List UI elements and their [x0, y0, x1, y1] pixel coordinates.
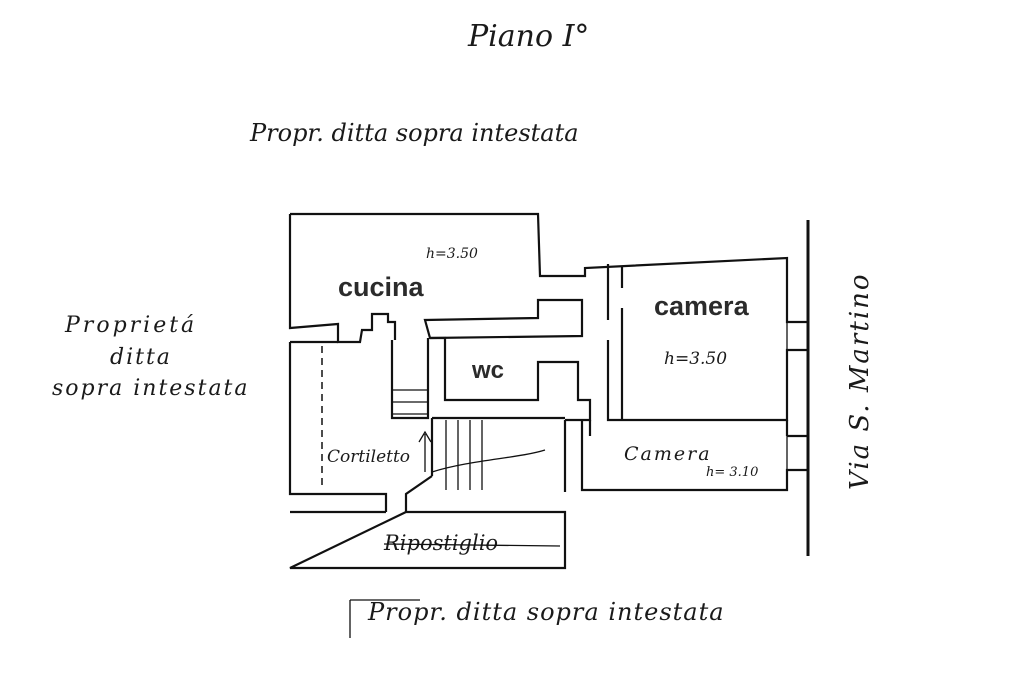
- left-neighbor-label-line3: sopra intestata: [52, 376, 250, 401]
- room-label-camera-2: Camera: [624, 443, 712, 465]
- height-camera-1: h=3.50: [664, 349, 727, 369]
- street-label: Via S. Martino: [845, 272, 875, 490]
- west-wall-upper: [288, 214, 397, 344]
- cucina-walls: [290, 212, 808, 324]
- plan-title: Piano I°: [467, 19, 589, 54]
- height-cucina: h=3.50: [426, 246, 478, 262]
- room-label-wc: wc: [471, 357, 504, 384]
- bottom-neighbor-label: Propr. ditta sopra intestata: [367, 598, 725, 626]
- height-camera-2: h= 3.10: [706, 465, 758, 480]
- room-label-cortiletto: Cortiletto: [327, 447, 410, 467]
- stair-treads: [445, 420, 483, 490]
- room-label-camera-1: camera: [654, 291, 750, 321]
- cucina-inner-wall: [423, 298, 584, 340]
- ripostiglio-strike: [383, 543, 561, 547]
- ripostiglio-walls: [289, 510, 567, 570]
- bottom-label-frame: [349, 599, 420, 638]
- west-wall-lower: [288, 340, 388, 512]
- wc-walls: [430, 336, 592, 422]
- staircase-walls: [404, 416, 565, 512]
- stair-handline: [431, 449, 546, 473]
- stair-arrow: [418, 430, 432, 472]
- stair-steps: [392, 389, 428, 415]
- stair-wall: [390, 338, 430, 420]
- camera-1-walls: [606, 264, 808, 422]
- room-label-cucina: cucina: [338, 272, 425, 302]
- window-1: [786, 321, 809, 351]
- camera-2-walls: [563, 420, 810, 492]
- top-neighbor-label: Propr. ditta sopra intestata: [249, 119, 579, 147]
- left-neighbor-label-line2: ditta: [110, 345, 172, 370]
- room-label-ripostiglio: Ripostiglio: [383, 531, 498, 555]
- window-2: [786, 435, 809, 471]
- left-neighbor-label-line1: Proprietá: [64, 313, 197, 338]
